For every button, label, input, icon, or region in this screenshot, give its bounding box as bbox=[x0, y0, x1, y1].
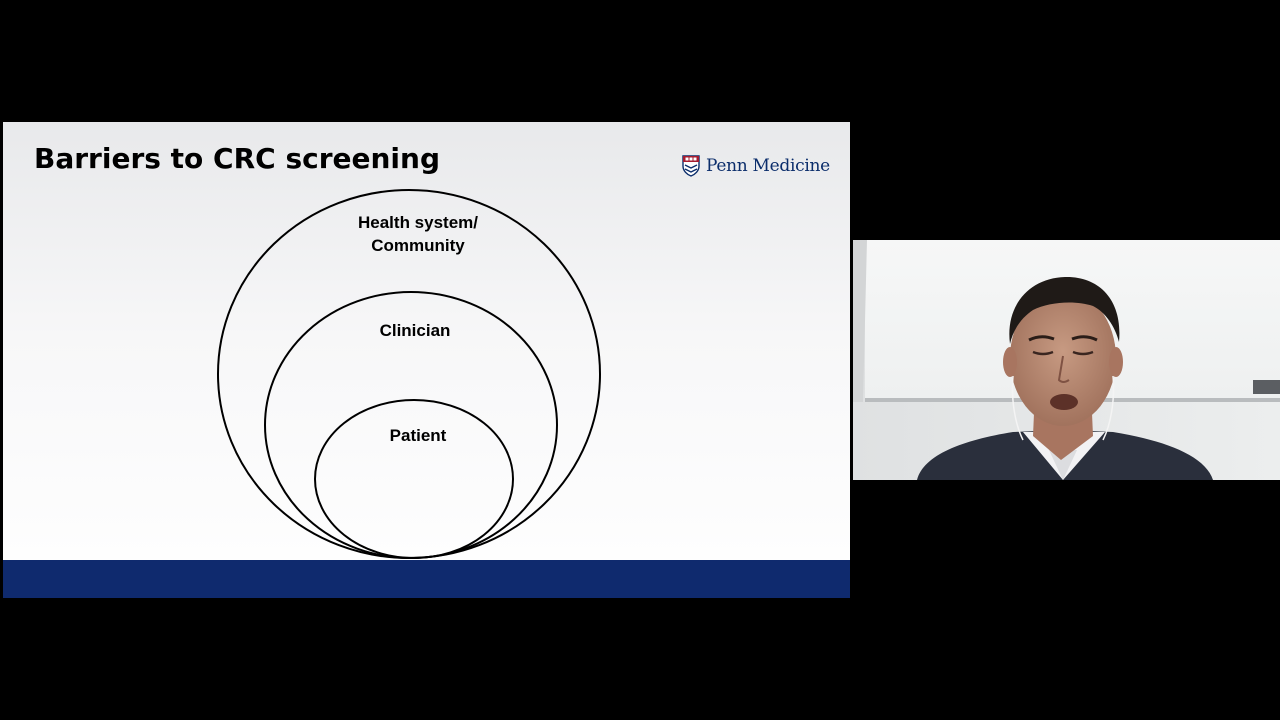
penn-shield-icon bbox=[682, 155, 700, 177]
brand-name: Penn Medicine bbox=[706, 156, 830, 176]
penn-medicine-logo: Penn Medicine bbox=[682, 154, 830, 178]
presentation-slide: Barriers to CRC screening Penn Medicine … bbox=[3, 122, 850, 598]
speaker-video-icon bbox=[853, 240, 1280, 480]
clinician-label: Clinician bbox=[379, 321, 451, 340]
slide-footer-band bbox=[3, 560, 850, 598]
slide-title: Barriers to CRC screening bbox=[34, 142, 440, 175]
nested-circles-diagram bbox=[217, 189, 601, 559]
patient-label: Patient bbox=[389, 426, 447, 445]
inner-circle bbox=[314, 399, 514, 559]
speaker-webcam-feed bbox=[853, 240, 1280, 480]
health-system-community-label: Health system/ Community bbox=[358, 213, 478, 255]
